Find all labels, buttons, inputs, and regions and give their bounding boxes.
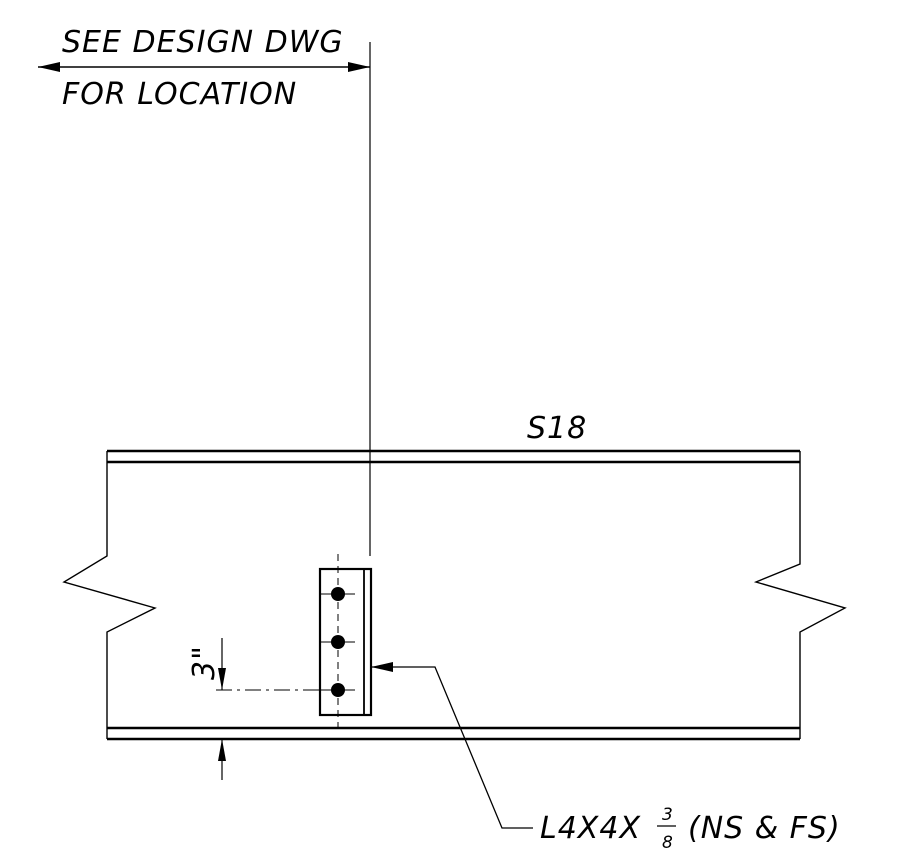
callout-suffix: (NS & FS) [688,811,841,846]
bolt [331,635,345,649]
bolt-edge-dimension: 3" [187,638,320,780]
angle-plate [318,567,373,717]
angle-leader [371,662,533,829]
location-dimension-arrow [38,62,370,72]
location-note-line1: SEE DESIGN DWG [62,25,344,60]
angle-connection [318,554,373,728]
location-note-line2: FOR LOCATION [62,77,297,112]
callout-fraction-numerator: 3 [662,805,674,825]
right-break-line [753,462,847,728]
bolt [331,587,345,601]
left-break-line [62,462,157,728]
callout-fraction-denominator: 8 [662,833,674,853]
angle-callout: L4X4X 3 8 (NS & FS) [540,805,841,853]
bolt-group [321,587,355,697]
dimension-value: 3" [187,645,222,680]
beam-s18 [62,449,847,741]
beam-label: S18 [527,411,587,446]
callout-prefix: L4X4X [540,811,641,846]
bolt [331,683,345,697]
